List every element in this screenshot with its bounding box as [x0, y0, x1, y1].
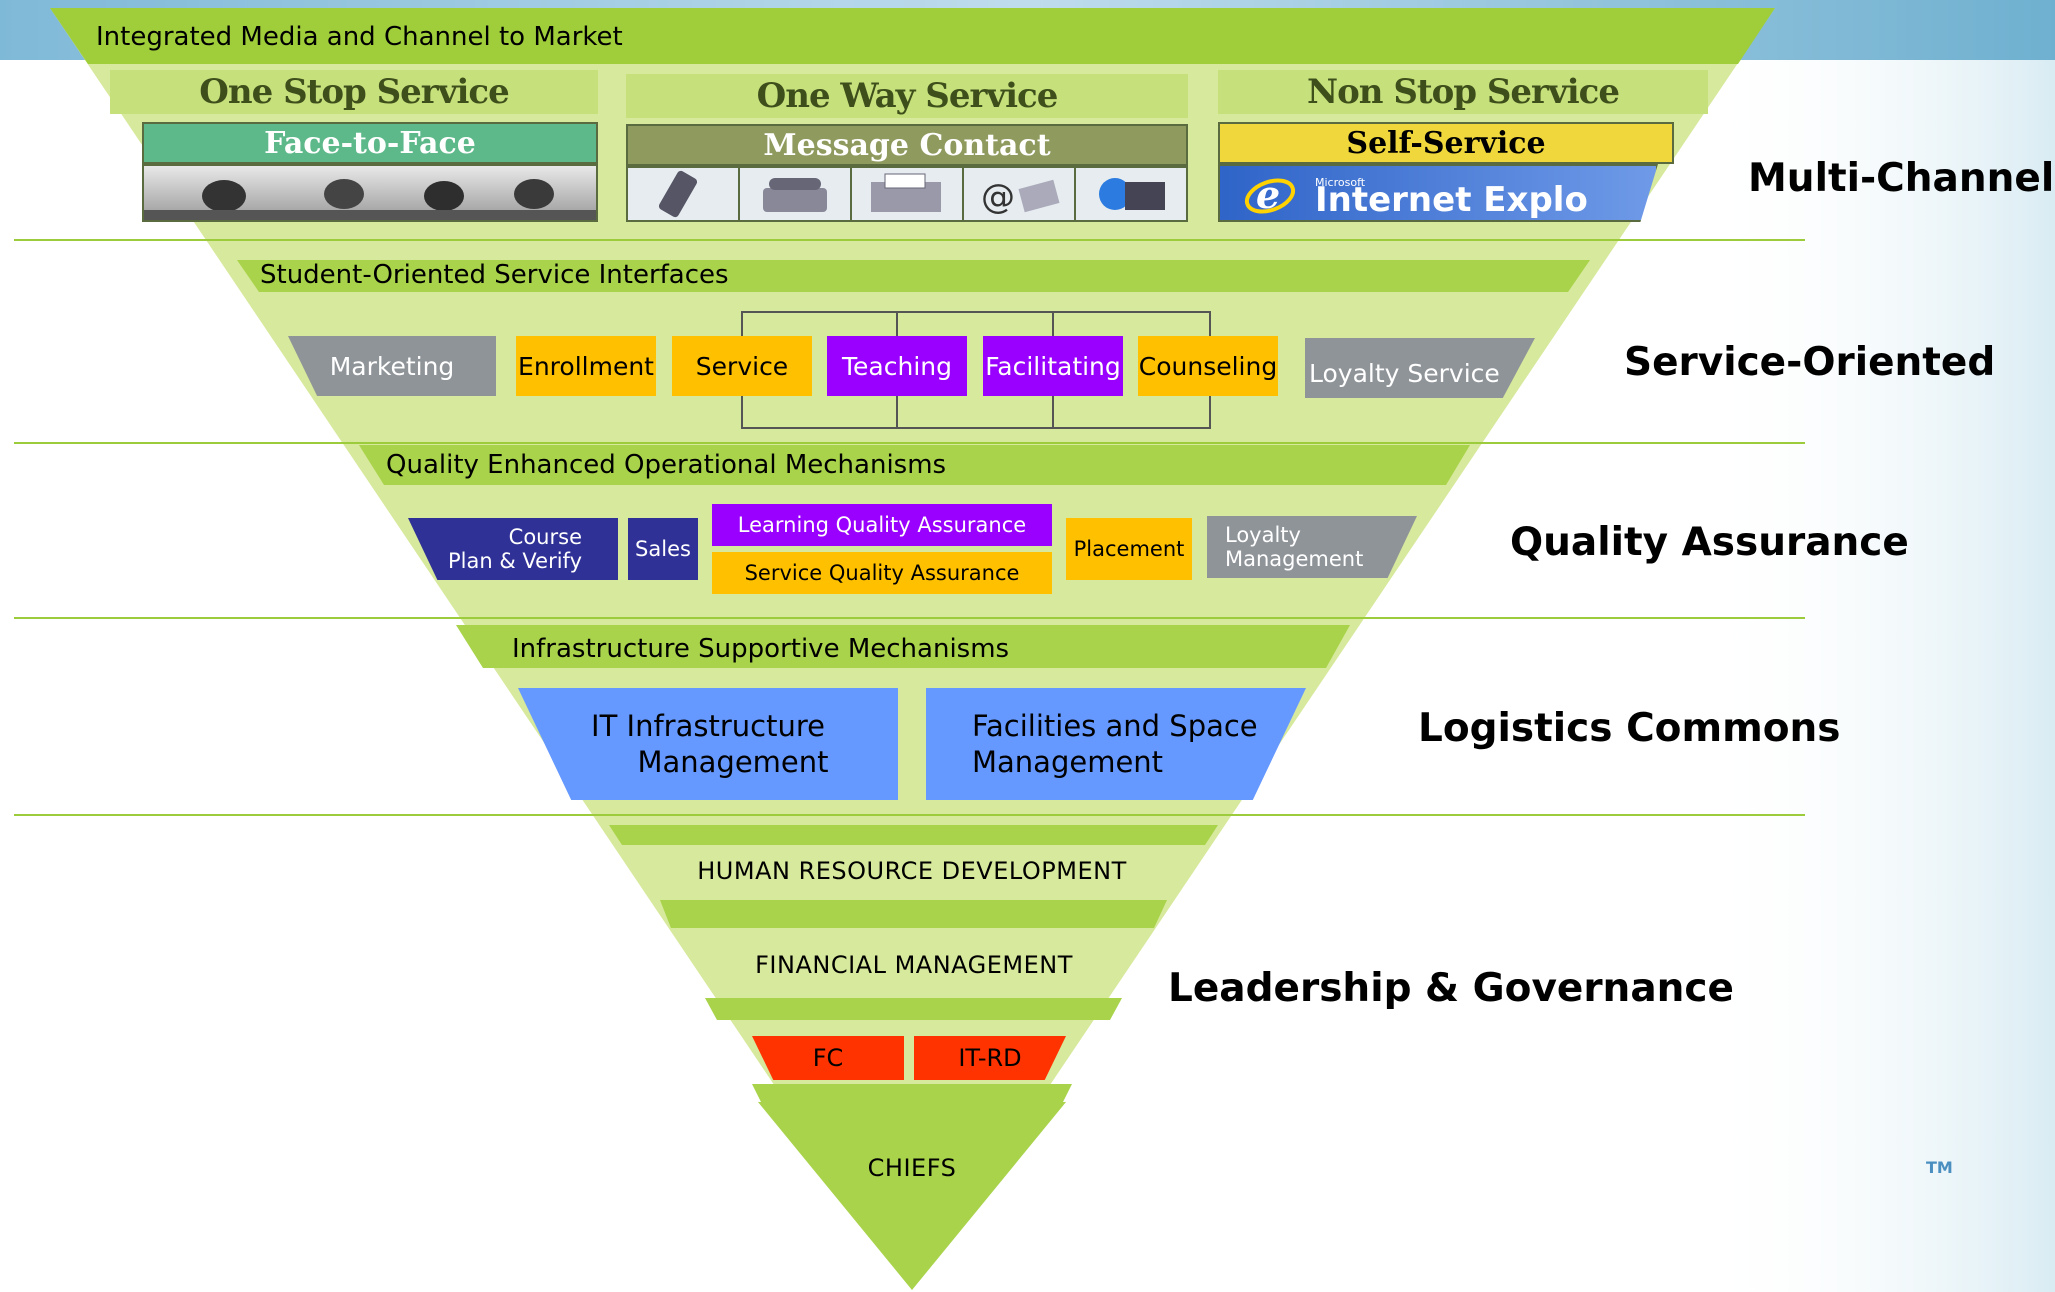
layer-label-logistics-commons: Logistics Commons: [1418, 706, 1841, 751]
loyalty-line2: Management: [1225, 547, 1364, 571]
band-service: [237, 260, 1590, 292]
svg-text:e: e: [1256, 172, 1280, 217]
right-decor: [1700, 60, 2055, 1292]
telephone-icon: [740, 168, 852, 220]
quality-box-course-plan: Course Plan & Verify: [408, 518, 618, 580]
loyalty-line1: Loyalty: [1225, 523, 1301, 547]
top-title: Integrated Media and Channel to Market: [96, 22, 623, 52]
layer-label-service-oriented: Service-Oriented: [1624, 340, 1996, 385]
fax-icon: [852, 168, 964, 220]
gov-box-it-rd: IT-RD: [914, 1036, 1066, 1080]
layer-label-multi-channels: Multi-Channels: [1748, 156, 2055, 201]
face-to-face-photo: [142, 164, 598, 222]
ie-vendor-label: Microsoft: [1315, 176, 1366, 189]
quality-box-service-qa: Service Quality Assurance: [712, 552, 1052, 594]
band-quality: [359, 445, 1470, 485]
service-box-facilitating: Facilitating: [983, 336, 1123, 396]
service-box-enrollment: Enrollment: [516, 336, 656, 396]
internet-explorer-icon: e: [1244, 172, 1296, 217]
non-stop-service-heading: Non Stop Service: [1218, 70, 1708, 114]
band-gov-4: [752, 1084, 1072, 1104]
gov-chiefs: CHIEFS: [867, 1154, 957, 1182]
service-box-marketing: Marketing: [288, 336, 496, 396]
band-gov-1: [609, 825, 1218, 845]
facilities-line1: Facilities and Space: [972, 709, 1258, 743]
gov-financial-management: FINANCIAL MANAGEMENT: [755, 951, 1073, 979]
svg-text:@: @: [981, 177, 1015, 217]
quality-box-placement: Placement: [1066, 518, 1192, 580]
message-contact-icons: @: [626, 166, 1188, 222]
service-box-counseling: Counseling: [1138, 336, 1278, 396]
it-infra-line2: Management: [637, 745, 829, 779]
infrastructure-layer-title: Infrastructure Supportive Mechanisms: [512, 634, 1010, 664]
service-layer-title: Student-Oriented Service Interfaces: [260, 260, 729, 290]
quality-box-loyalty: Loyalty Management: [1207, 516, 1417, 578]
service-box-loyalty: Loyalty Service: [1305, 338, 1535, 398]
mobile-phone-icon: [628, 168, 740, 220]
face-to-face-label: Face-to-Face: [142, 122, 598, 164]
infra-box-it: IT Infrastructure Management: [518, 688, 898, 800]
gov-human-resource: HUMAN RESOURCE DEVELOPMENT: [697, 857, 1127, 885]
service-box-service: Service: [672, 336, 812, 396]
message-contact-label: Message Contact: [626, 124, 1188, 166]
band-gov-3: [705, 998, 1122, 1020]
self-service-label: Self-Service: [1218, 122, 1674, 164]
trademark-mark: TM: [1926, 1158, 1953, 1177]
quality-box-learning-qa: Learning Quality Assurance: [712, 504, 1052, 546]
it-infra-line1: IT Infrastructure: [591, 709, 825, 743]
band-chiefs: [758, 1102, 1066, 1290]
quality-box-sales: Sales: [628, 518, 698, 580]
gov-box-fc: FC: [752, 1036, 904, 1080]
facilities-line2: Management: [972, 745, 1164, 779]
service-box-teaching: Teaching: [827, 336, 967, 396]
band-infrastructure: [456, 625, 1350, 668]
email-icon: @: [964, 168, 1076, 220]
pyramid-top-band: [50, 8, 1775, 64]
course-plan-line1: Course: [508, 525, 582, 549]
ie-product-label: Internet Explo: [1315, 180, 1588, 220]
band-gov-2: [660, 900, 1167, 928]
course-plan-line2: Plan & Verify: [448, 549, 582, 573]
one-way-service-heading: One Way Service: [626, 74, 1188, 118]
computer-icon: [1076, 168, 1186, 220]
one-stop-service-heading: One Stop Service: [110, 70, 598, 114]
internet-explorer-banner: e Microsoft Internet Explo: [1218, 164, 1658, 222]
quality-layer-title: Quality Enhanced Operational Mechanisms: [386, 450, 947, 480]
layer-label-leadership-governance: Leadership & Governance: [1168, 966, 1734, 1011]
layer-label-quality-assurance: Quality Assurance: [1510, 520, 1909, 565]
infra-box-facilities: Facilities and Space Management: [926, 688, 1306, 800]
